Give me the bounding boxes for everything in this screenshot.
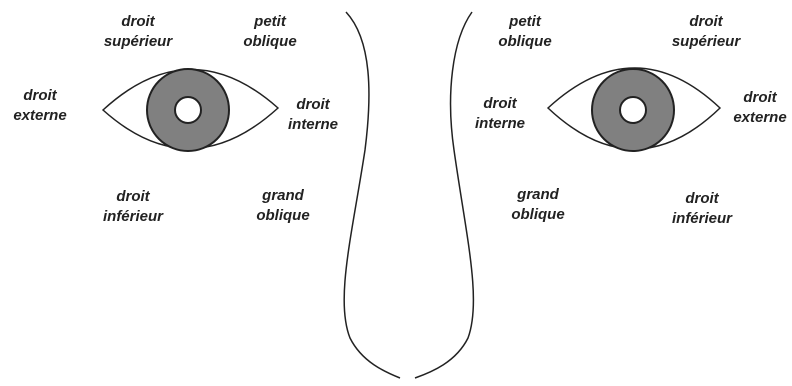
- left-petit-oblique-label: petit oblique: [200, 12, 340, 52]
- left-droit-externe-label: droit externe: [0, 86, 110, 126]
- right-droit-interne-label: droit interne: [430, 94, 570, 134]
- left-droit-superieur-label: droit supérieur: [68, 12, 208, 52]
- right-droit-inferieur-label: droit inférieur: [632, 189, 772, 229]
- left-droit-inferieur-label: droit inférieur: [63, 187, 203, 227]
- right-eye-pupil: [620, 97, 646, 123]
- nose-right-contour: [415, 12, 473, 378]
- right-grand-oblique-label: grand oblique: [468, 185, 608, 225]
- right-droit-superieur-label: droit supérieur: [636, 12, 776, 52]
- right-petit-oblique-label: petit oblique: [455, 12, 595, 52]
- left-droit-interne-label: droit interne: [243, 95, 383, 135]
- left-grand-oblique-label: grand oblique: [213, 186, 353, 226]
- left-eye-pupil: [175, 97, 201, 123]
- right-droit-externe-label: droit externe: [690, 88, 792, 128]
